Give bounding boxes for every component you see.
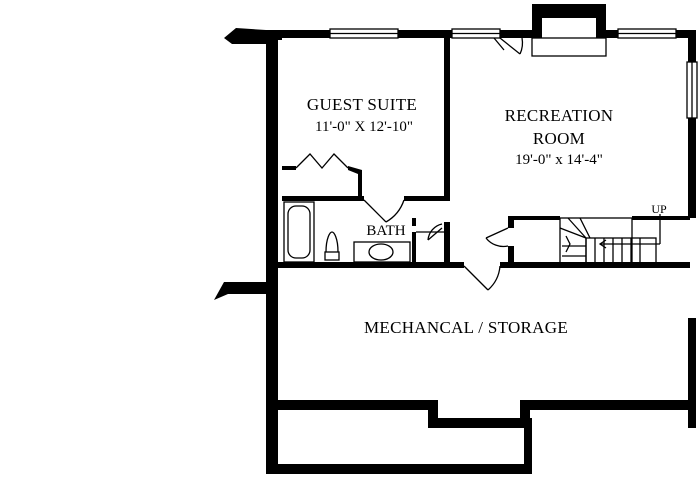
- door-under-stair: [485, 227, 509, 248]
- recreation-room-dims: 19'-0" x 14'-4": [515, 152, 603, 168]
- window-recreation-right: [617, 28, 677, 39]
- fireplace-hearth: [531, 37, 607, 57]
- bath-name: BATH: [366, 223, 405, 239]
- recreation-room-name-line1: RECREATION: [505, 106, 614, 125]
- windows: [329, 28, 698, 119]
- room-labels: GUEST SUITE 11'-0" X 12'-10" RECREATION …: [307, 95, 667, 337]
- door-bath: [427, 223, 443, 241]
- window-guest-suite: [329, 28, 399, 39]
- door-mechanical: [463, 265, 501, 291]
- bath-fixtures: [283, 201, 444, 263]
- guest-suite-dims: 11'-0" X 12'-10": [315, 119, 413, 135]
- window-recreation-side: [686, 61, 698, 119]
- mechanical-storage-name: MECHANCAL / STORAGE: [364, 318, 568, 337]
- door-guest-closet: [295, 153, 349, 169]
- exterior-walls: [214, 4, 696, 474]
- door-recreation-exterior: [493, 37, 524, 55]
- stairs: [559, 214, 661, 265]
- vanity-sink: [353, 241, 411, 263]
- doors: [295, 37, 524, 291]
- door-guest-suite: [363, 199, 405, 223]
- interior-walls: [278, 30, 690, 268]
- guest-suite-name: GUEST SUITE: [307, 95, 417, 114]
- toilet: [324, 231, 340, 261]
- stair-up-label: UP: [651, 202, 667, 216]
- window-recreation-left: [451, 28, 501, 39]
- recreation-room-name-line2: ROOM: [533, 129, 585, 148]
- bathtub: [283, 201, 315, 263]
